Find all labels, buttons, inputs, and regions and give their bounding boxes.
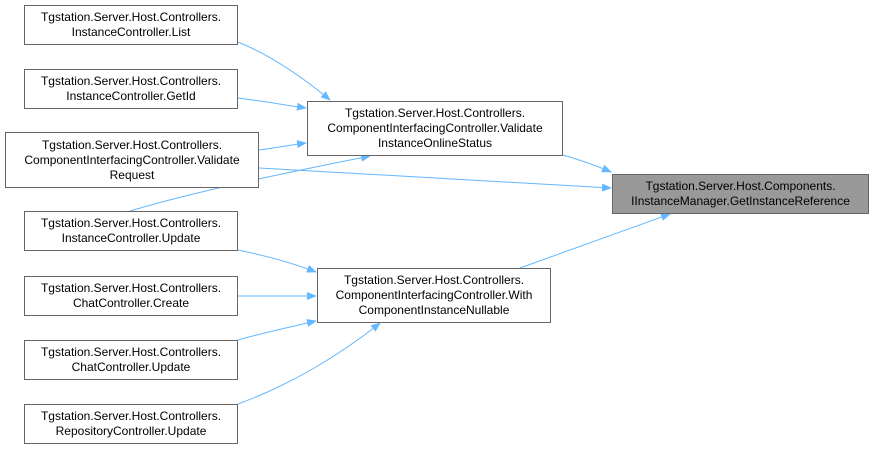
node-line: Tgstation.Server.Host.Controllers. <box>40 74 222 88</box>
edge-getid-to-validate-online <box>237 97 307 111</box>
edge-chat-update-to-nullable <box>237 319 317 341</box>
node-line: ComponentInterfacingController.Validate <box>24 152 240 167</box>
node-line: Tgstation.Server.Host.Controllers. <box>40 409 222 423</box>
edge-nullable-to-target <box>519 213 671 269</box>
node-with-component-instance-nullable[interactable]: Tgstation.Server.Host.Controllers. Compo… <box>317 268 551 323</box>
node-instance-controller-getid[interactable]: Tgstation.Server.Host.Controllers. Insta… <box>24 69 238 109</box>
node-line: Tgstation.Server.Host.Controllers. <box>40 10 222 24</box>
node-line: InstanceController.Update <box>61 231 201 245</box>
node-validate-request[interactable]: Tgstation.Server.Host.Controllers. Compo… <box>5 132 259 188</box>
node-chat-controller-update[interactable]: Tgstation.Server.Host.Controllers. ChatC… <box>24 340 238 380</box>
node-line: ChatController.Update <box>71 360 191 374</box>
node-line: Tgstation.Server.Host.Controllers. <box>344 106 526 120</box>
edge-validate-request-to-target <box>258 167 612 192</box>
node-line: ComponentInstanceNullable <box>358 303 510 317</box>
node-instance-controller-list[interactable]: Tgstation.Server.Host.Controllers. Insta… <box>24 5 238 45</box>
node-line: Tgstation.Server.Host.Controllers. <box>40 281 222 295</box>
edge-online-to-target <box>562 154 612 173</box>
node-line: InstanceController.List <box>71 25 191 39</box>
node-line: Tgstation.Server.Host.Controllers. <box>40 345 222 359</box>
node-line: ComponentInterfacingController.With <box>335 288 533 302</box>
edge-instance-update-to-nullable <box>237 249 317 273</box>
edge-validate-request-to-online <box>258 140 307 151</box>
edge-repo-update-to-nullable <box>237 322 381 405</box>
node-instance-controller-update[interactable]: Tgstation.Server.Host.Controllers. Insta… <box>24 211 238 251</box>
node-line: Tgstation.Server.Host.Controllers. <box>40 216 222 230</box>
node-repository-controller-update[interactable]: Tgstation.Server.Host.Controllers. Repos… <box>24 404 238 444</box>
node-line: InstanceController.GetId <box>66 89 196 103</box>
node-get-instance-reference[interactable]: Tgstation.Server.Host.Components. IInsta… <box>612 174 869 214</box>
node-line: RepositoryController.Update <box>55 424 207 438</box>
node-line: IInstanceManager.GetInstanceReference <box>631 194 850 208</box>
node-validate-instance-online-status[interactable]: Tgstation.Server.Host.Controllers. Compo… <box>307 101 563 156</box>
node-line: Request <box>109 167 155 182</box>
node-chat-controller-create[interactable]: Tgstation.Server.Host.Controllers. ChatC… <box>24 276 238 316</box>
node-line: InstanceOnlineStatus <box>377 136 493 150</box>
node-line: ComponentInterfacingController.Validate <box>327 121 543 135</box>
node-line: Tgstation.Server.Host.Controllers. <box>41 137 223 152</box>
node-line: Tgstation.Server.Host.Components. <box>645 179 836 193</box>
edge-list-to-validate-online <box>237 41 331 101</box>
node-line: Tgstation.Server.Host.Controllers. <box>343 273 525 287</box>
node-line: ChatController.Create <box>72 296 190 310</box>
